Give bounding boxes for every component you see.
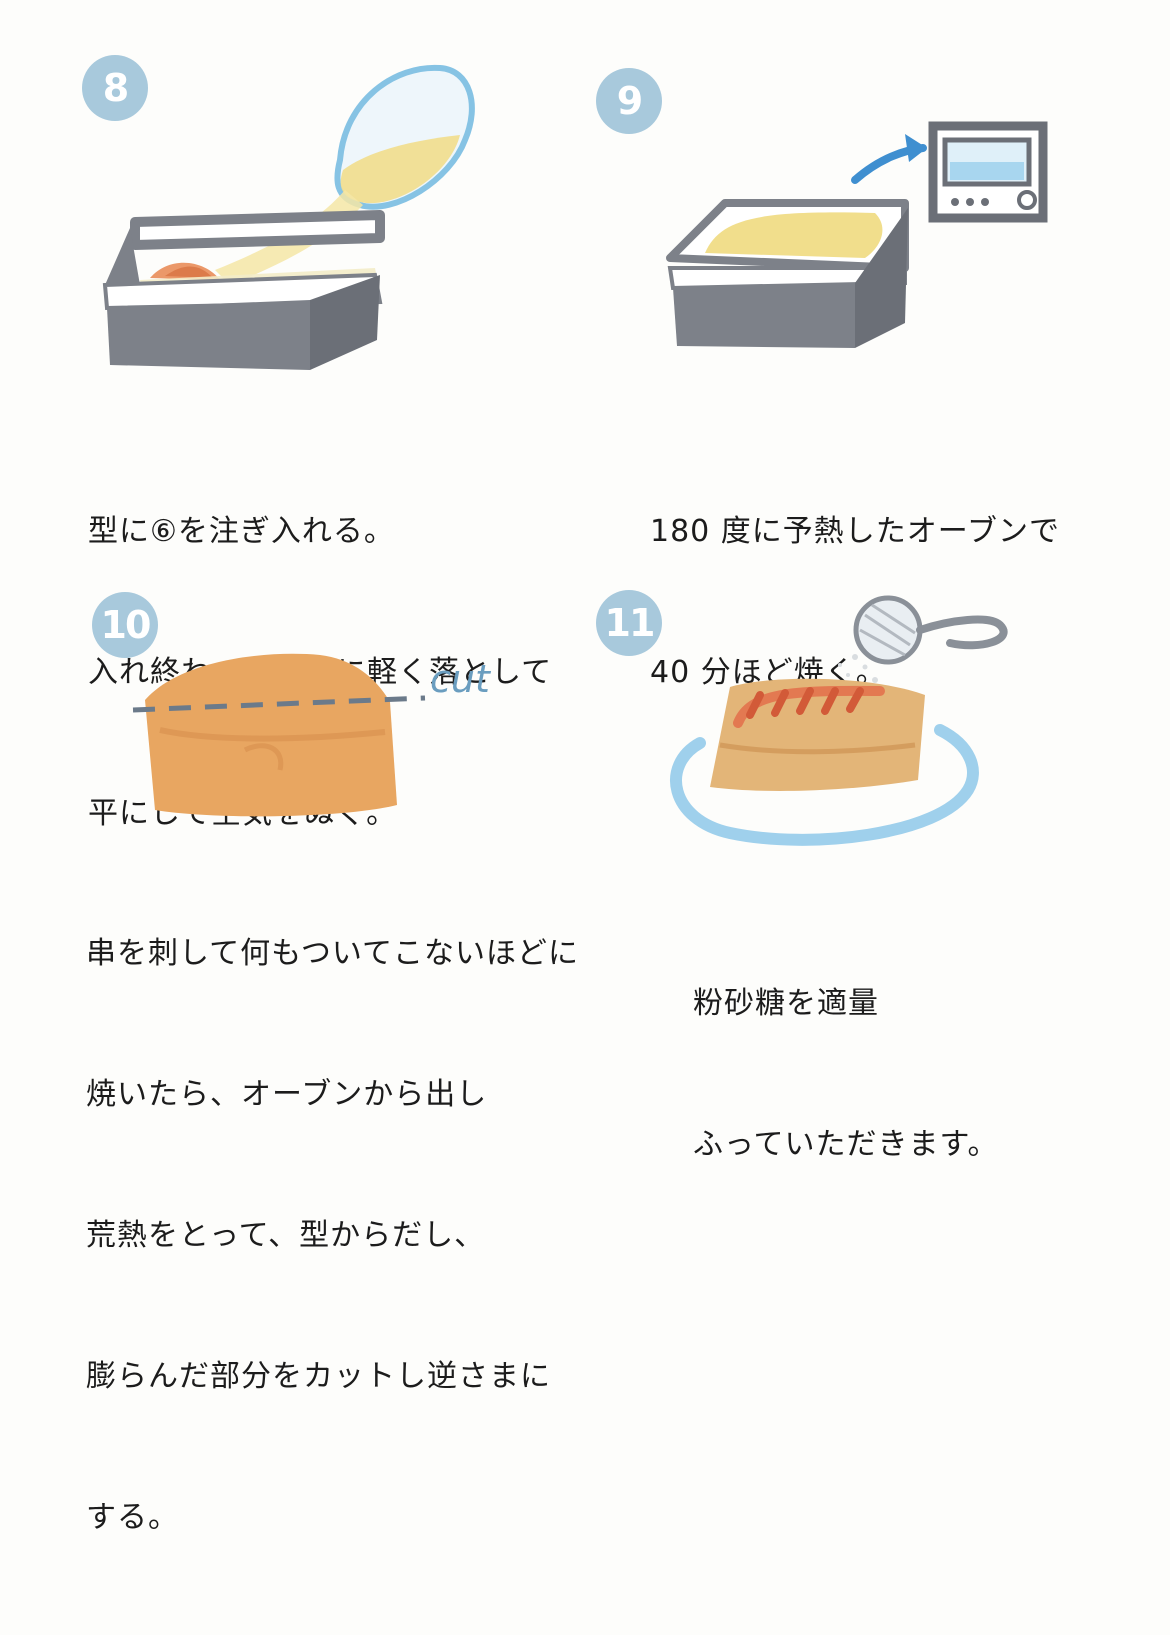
plate-icon <box>670 724 979 846</box>
caption-line: 型に⑥を注ぎ入れる。 <box>88 514 395 549</box>
step-10-caption: 串を刺して何もついてこないほどに 焼いたら、オーブンから出し 荒熱をとって、型か… <box>86 836 579 1635</box>
step-number-badge: 10 <box>92 592 158 658</box>
baking-pan-icon <box>666 199 909 348</box>
oven-icon <box>928 121 1048 223</box>
dust-sugar-illustration <box>670 595 1008 846</box>
caption-line: ふっていただきます。 <box>693 1127 999 1162</box>
cut-cake-illustration: cut <box>132 653 492 817</box>
step-9-caption: 180 度に予熱したオーブンで 40 分ほど焼く。 <box>650 414 1060 790</box>
caption-line: する。 <box>86 1500 179 1535</box>
caption-line: 焼いたら、オーブンから出し <box>86 1077 488 1112</box>
step-11-caption: 粉砂糖を適量 ふっていただきます。 <box>693 886 999 1262</box>
caption-line: 荒熱をとって、型からだし、 <box>86 1218 486 1253</box>
step-number-badge: 8 <box>82 55 148 121</box>
step-number-badge: 11 <box>596 590 662 656</box>
cake-icon <box>145 653 397 817</box>
caption-line: 粉砂糖を適量 <box>693 986 879 1021</box>
cake-icon <box>710 678 925 791</box>
bake-in-oven-illustration <box>666 121 1048 348</box>
sieve-icon <box>853 595 1008 665</box>
pour-batter-illustration <box>102 64 475 370</box>
baking-pan-icon <box>102 210 385 370</box>
caption-line: 膨らんだ部分をカットし逆さまに <box>86 1359 551 1394</box>
caption-line: 180 度に予熱したオーブンで <box>650 514 1060 549</box>
step-number-badge: 9 <box>596 68 662 134</box>
mixing-bowl-icon <box>334 64 475 210</box>
cut-label: cut <box>430 657 492 701</box>
caption-line: 串を刺して何もついてこないほどに <box>86 936 579 971</box>
cut-line <box>132 695 426 713</box>
